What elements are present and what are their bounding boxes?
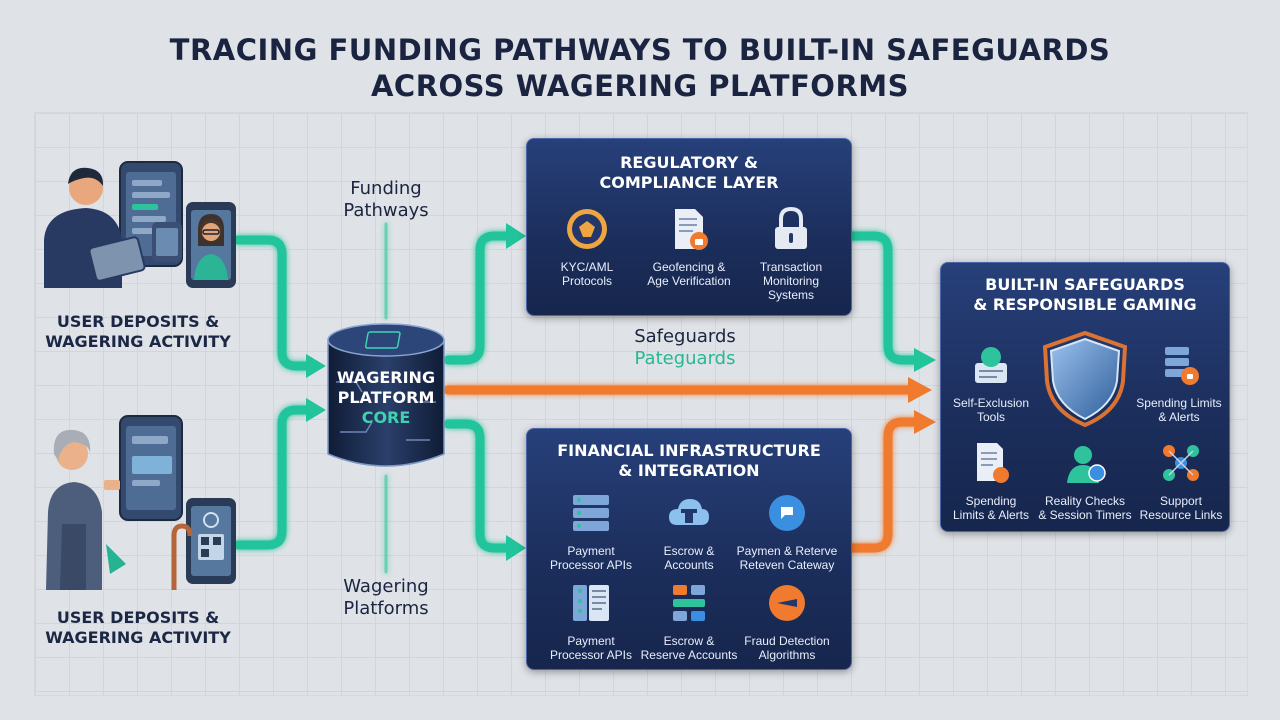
safeguard-item-spending-limits: Spending Limits & Alerts — [1119, 343, 1239, 424]
top-user-label: USER DEPOSITS & WAGERING ACTIVITY — [45, 312, 231, 351]
financial-panel: FINANCIAL INFRASTRUCTURE & INTEGRATION P… — [526, 428, 852, 670]
self-exclusion-icon — [975, 347, 1007, 383]
arrow-bottom-user — [233, 405, 311, 550]
spending-limit-icon — [1165, 347, 1199, 385]
regulatory-item-kyc: KYC/AML Protocols — [527, 207, 647, 288]
bottom-user-label: USER DEPOSITS & WAGERING ACTIVITY — [45, 608, 231, 647]
user-illustration-bottom — [46, 415, 236, 590]
financial-item-escrow: Escrow & Accounts — [629, 491, 749, 572]
seal-icon — [567, 209, 607, 249]
safeguard-item-support: Support Resource Links — [1121, 441, 1241, 522]
title-line-2: ACROSS WAGERING PLATFORMS — [370, 69, 910, 103]
financial-item-reserve: Escrow & Reserve Accounts — [629, 581, 749, 662]
regulatory-item-monitoring: Transaction Monitoring Systems — [731, 206, 851, 302]
safeguard-item-reality-checks: Reality Checks & Session Timers — [1025, 441, 1145, 522]
cloud-icon — [669, 499, 709, 525]
safeguards-title: BUILT-IN SAFEGUARDS & RESPONSIBLE GAMING — [973, 275, 1197, 314]
safeguard-item-spending-alerts: Spending Limits & Alerts — [931, 441, 1051, 522]
shield-icon — [1042, 331, 1128, 427]
financial-item-fraud: Fraud Detection Algorithms — [727, 581, 847, 662]
platform-core-cylinder — [327, 323, 445, 467]
arrowhead-safeguards-main — [908, 377, 932, 403]
person-timer-icon — [1067, 446, 1106, 483]
arrowhead-safeguards-top — [914, 348, 936, 372]
platform-core-label: WAGERING PLATFORM CORE — [336, 368, 436, 427]
arrow-regulatory-safeguards — [845, 231, 921, 365]
financial-item-gateway: Paymen & Reterve Reteven Cateway — [727, 491, 847, 572]
document-lock-icon — [675, 209, 708, 250]
network-icon — [1163, 445, 1199, 481]
regulatory-item-geofencing: Geofencing & Age Verification — [629, 207, 749, 288]
arrow-core-regulatory — [443, 231, 515, 365]
safeguards-panel: BUILT-IN SAFEGUARDS & RESPONSIBLE GAMING… — [940, 262, 1230, 532]
arrowhead-financial — [506, 535, 526, 561]
arrowhead-bottom-user — [306, 398, 326, 422]
user-illustration-top — [44, 161, 236, 288]
chat-bubble-icon — [769, 495, 805, 531]
safeguards-label: Safeguards Pateguards — [634, 326, 736, 369]
blocks-icon — [673, 585, 705, 621]
server-list-icon — [573, 585, 609, 621]
server-icon — [573, 495, 609, 531]
arrow-core-financial — [443, 419, 515, 553]
safeguard-item-self-exclusion: Self-Exclusion Tools — [931, 343, 1051, 424]
financial-item-payment-apis-2: Payment Processor APIs — [531, 581, 651, 662]
regulatory-panel: REGULATORY & COMPLIANCE LAYER KYC/AML Pr… — [526, 138, 852, 316]
arrowhead-top-user — [306, 354, 326, 378]
arrowhead-regulatory — [506, 223, 526, 249]
wagering-platforms-label: Wagering Platforms — [343, 576, 429, 619]
arrowhead-safeguards-bottom — [914, 410, 936, 434]
padlock-icon — [775, 206, 807, 249]
funding-pathways-label: Funding Pathways — [343, 178, 429, 221]
alert-icon — [769, 585, 805, 621]
regulatory-title: REGULATORY & COMPLIANCE LAYER — [599, 153, 779, 192]
page-title: TRACING FUNDING PATHWAYS TO BUILT-IN SAF… — [0, 32, 1280, 104]
arrow-top-user — [233, 235, 311, 371]
financial-title: FINANCIAL INFRASTRUCTURE & INTEGRATION — [557, 441, 821, 480]
title-line-1: TRACING FUNDING PATHWAYS TO BUILT-IN SAF… — [169, 33, 1111, 67]
financial-item-payment-apis: Payment Processor APIs — [531, 491, 651, 572]
arrow-financial-safeguards — [845, 417, 921, 553]
document-alert-icon — [977, 443, 1009, 483]
